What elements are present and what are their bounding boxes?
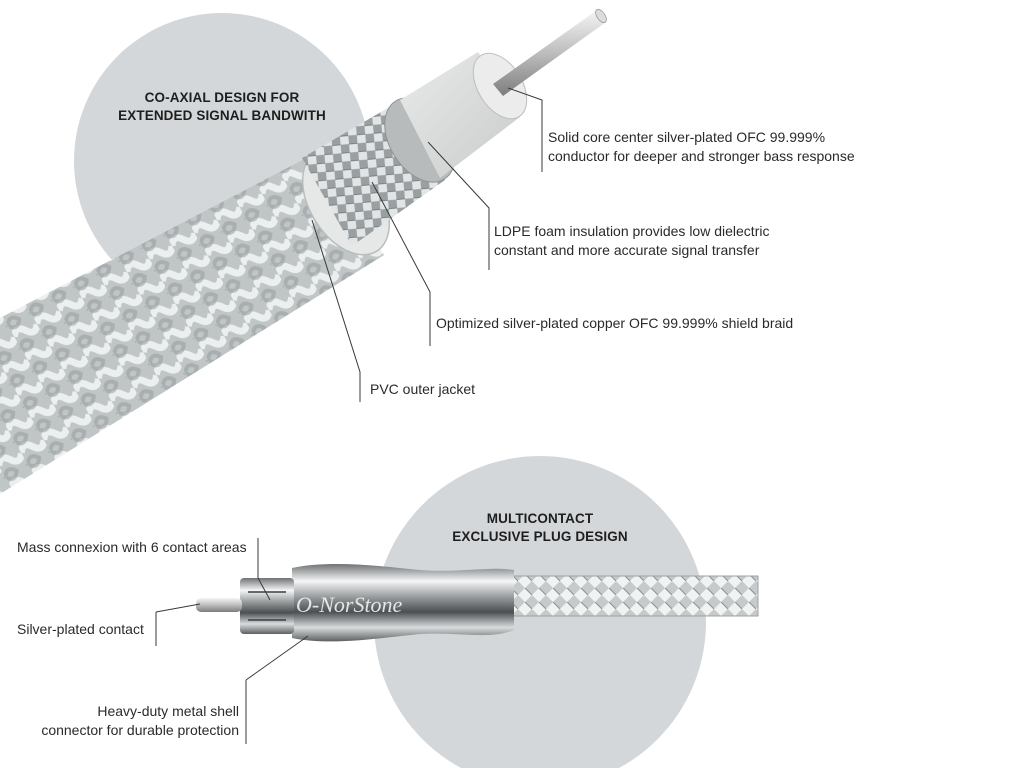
pvc-outer-jacket	[0, 152, 384, 494]
leader-mass	[257, 538, 271, 601]
coaxial-cable-illustration	[0, 9, 607, 494]
callout-silver-contact: Silver-plated contact	[17, 621, 144, 637]
leader-contact	[155, 603, 201, 613]
leader-braid	[371, 181, 431, 346]
mass-contact-ring	[240, 578, 294, 634]
heading-multicontact-plug: MULTICONTACT EXCLUSIVE PLUG DESIGN	[452, 511, 628, 544]
leader-shell	[245, 635, 309, 681]
plug-cable-braid	[508, 576, 758, 616]
callout-insulation: LDPE foam insulation provides low dielec…	[494, 223, 770, 258]
callout-leaders	[155, 87, 543, 744]
callout-mass-connexion: Mass connexion with 6 contact areas	[17, 539, 247, 555]
metal-shell	[292, 564, 514, 642]
leader-jacket	[311, 219, 361, 402]
silver-plated-contact-pin	[196, 598, 242, 612]
leader-insulation	[427, 141, 490, 270]
leader-conductor	[507, 87, 543, 172]
callout-braid: Optimized silver-plated copper OFC 99.99…	[436, 315, 794, 331]
rca-plug-illustration: O-NorStone	[196, 564, 759, 642]
callout-conductor: Solid core center silver-plated OFC 99.9…	[548, 129, 855, 164]
callout-metal-shell: Heavy-duty metal shell connector for dur…	[41, 703, 239, 738]
heading-coaxial-design: CO-AXIAL DESIGN FOR EXTENDED SIGNAL BAND…	[118, 90, 326, 123]
brand-engraving: O-NorStone	[296, 592, 403, 617]
callout-jacket: PVC outer jacket	[370, 381, 476, 397]
center-conductor	[493, 10, 606, 96]
